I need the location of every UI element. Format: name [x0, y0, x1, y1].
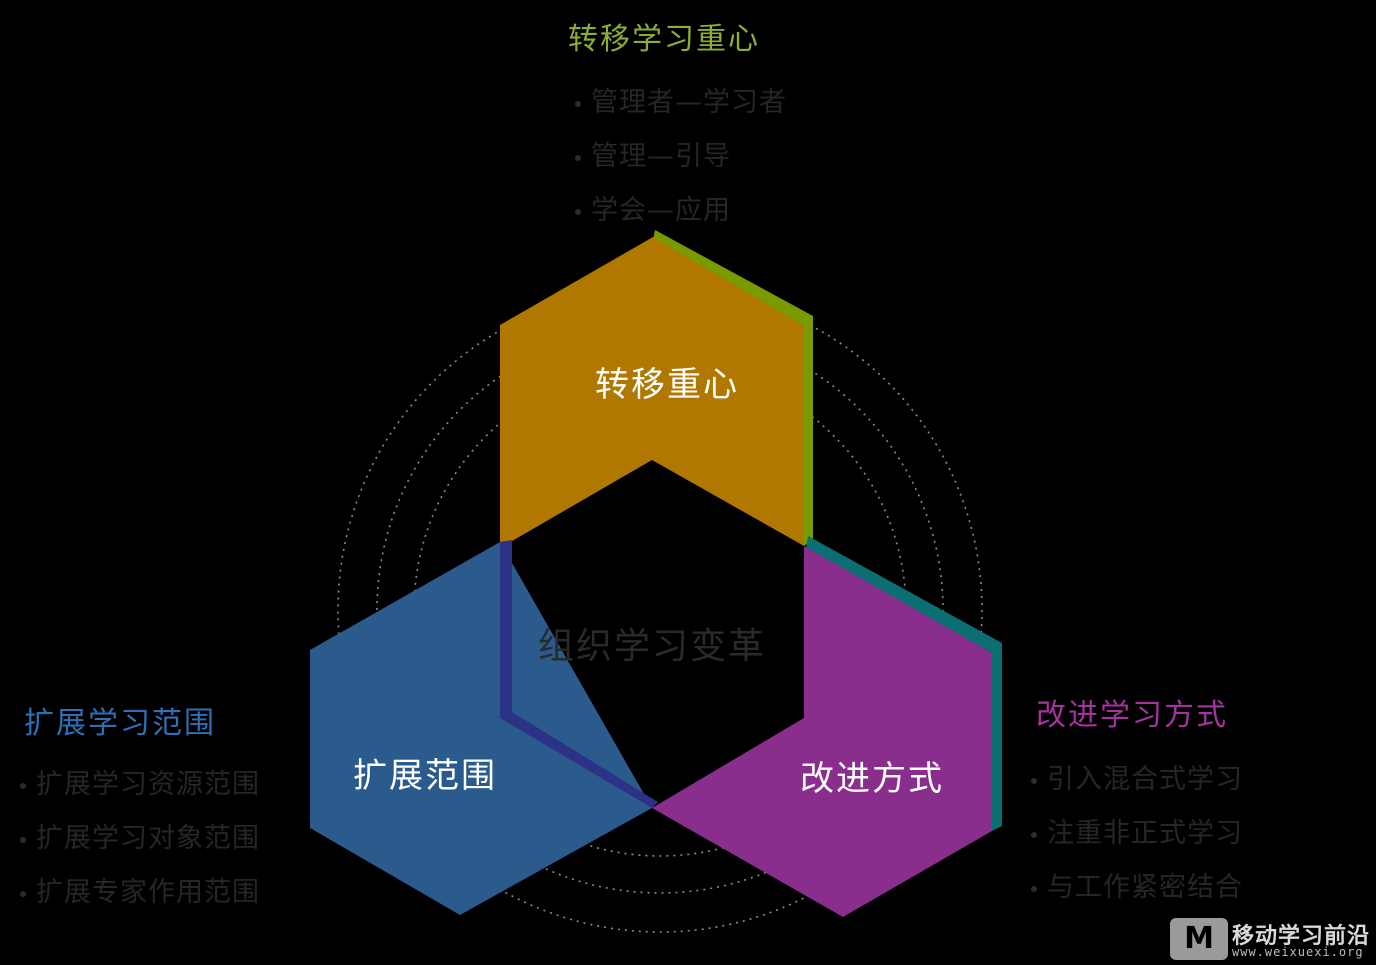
list-item-text: 与工作紧密结合 [1047, 872, 1243, 903]
hexagon-left-edge [500, 540, 658, 808]
heading-right: 改进学习方式 [1036, 698, 1228, 733]
bullet-dot-icon [20, 891, 26, 897]
hexagon-right-label: 改进方式 [800, 759, 944, 799]
logo-url: www.weixuexi.org [1232, 945, 1364, 959]
bullet-list-left: 扩展学习资源范围 扩展学习对象范围 扩展专家作用范围 [20, 768, 260, 930]
bullet-dot-icon [20, 783, 26, 789]
list-item: 扩展学习资源范围 [20, 768, 260, 822]
list-item: 与工作紧密结合 [1031, 871, 1243, 925]
bullet-dot-icon [1031, 832, 1037, 838]
heading-top: 转移学习重心 [568, 22, 760, 57]
bullet-dot-icon [575, 101, 581, 107]
logo-mark-icon: M [1170, 918, 1228, 960]
bullet-list-right: 引入混合式学习 注重非正式学习 与工作紧密结合 [1031, 763, 1243, 925]
list-item: 引入混合式学习 [1031, 763, 1243, 817]
list-item-text: 管理者—学习者 [591, 87, 787, 118]
center-title: 组织学习变革 [538, 626, 766, 667]
bullet-list-top: 管理者—学习者 管理—引导 学会—应用 [575, 86, 787, 248]
hexagon-top-label: 转移重心 [595, 365, 739, 405]
hexagon-left-label: 扩展范围 [353, 756, 497, 796]
list-item-text: 引入混合式学习 [1047, 764, 1243, 795]
hexagon-top: 转移重心 [500, 230, 813, 548]
ring-middle [376, 326, 944, 894]
list-item: 扩展学习对象范围 [20, 822, 260, 876]
list-item-text: 扩展学习资源范围 [36, 769, 260, 800]
bullet-dot-icon [20, 837, 26, 843]
hexagon-left-face [310, 542, 652, 915]
list-item: 管理—引导 [575, 140, 787, 194]
logo-title: 移动学习前沿 [1232, 924, 1371, 949]
list-item: 学会—应用 [575, 194, 787, 248]
list-item-text: 管理—引导 [591, 141, 731, 172]
list-item: 注重非正式学习 [1031, 817, 1243, 871]
list-item-text: 注重非正式学习 [1047, 818, 1243, 849]
ring-outer [337, 287, 983, 933]
hexagon-right-face [652, 546, 992, 917]
watermark-logo: M 移动学习前沿 www.weixuexi.org [1170, 918, 1374, 962]
list-item-text: 扩展专家作用范围 [36, 877, 260, 908]
hexagon-right: 改进方式 [652, 536, 1002, 917]
list-item-text: 扩展学习对象范围 [36, 823, 260, 854]
bullet-dot-icon [575, 155, 581, 161]
list-item: 管理者—学习者 [575, 86, 787, 140]
bullet-dot-icon [1031, 886, 1037, 892]
bullet-dot-icon [575, 209, 581, 215]
hexagon-right-edge [806, 536, 1002, 831]
list-item-text: 学会—应用 [591, 195, 731, 226]
list-item: 扩展专家作用范围 [20, 876, 260, 930]
hexagon-top-face [500, 237, 804, 548]
heading-left: 扩展学习范围 [24, 706, 216, 741]
hexagon-left: 扩展范围 [310, 540, 658, 915]
bullet-dot-icon [1031, 778, 1037, 784]
